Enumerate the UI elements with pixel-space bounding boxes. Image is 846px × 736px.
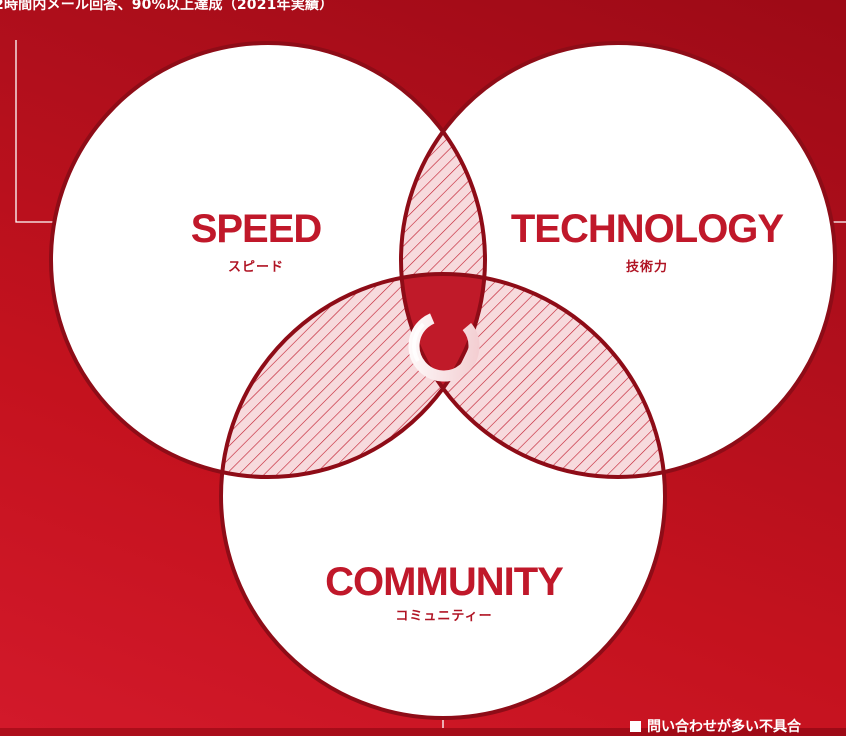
bottom-callout: 問い合わせが多い不具合 xyxy=(630,716,801,736)
speed-title: SPEED xyxy=(191,207,322,251)
swirl-logo-icon xyxy=(408,310,480,382)
overlap-technology-community xyxy=(401,274,665,477)
speed-subtitle: スピード xyxy=(228,260,284,275)
bottom-callout-text: 問い合わせが多い不具合 xyxy=(647,719,801,735)
community-title: COMMUNITY xyxy=(325,560,564,604)
top-callout-text: 2時間内メール回答、90%以上達成（2021年実績） xyxy=(0,0,334,13)
square-bullet-icon xyxy=(630,721,641,732)
community-subtitle: コミュニティー xyxy=(395,609,492,624)
technology-title: TECHNOLOGY xyxy=(511,207,785,251)
technology-subtitle: 技術力 xyxy=(626,259,668,275)
overlap-speed-community xyxy=(221,274,485,477)
